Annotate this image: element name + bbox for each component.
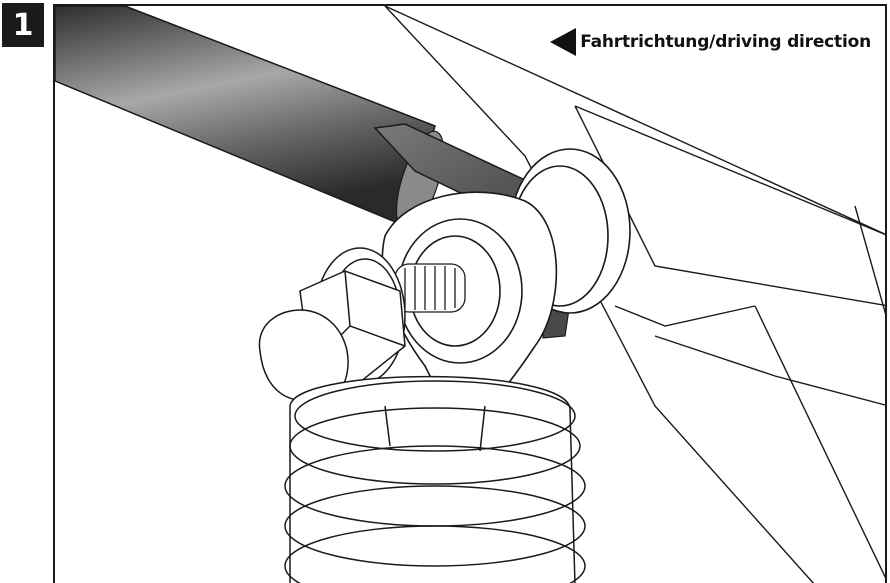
- driving-direction-label: Fahrtrichtung/driving direction: [546, 26, 875, 58]
- arrow-left-icon: [550, 28, 577, 56]
- spring-body: [284, 375, 586, 583]
- acorn-nut: [258, 270, 406, 402]
- shock-absorber-drawing: [55, 6, 885, 583]
- bolt-thread: [394, 263, 466, 313]
- shock-eye-bushing: [381, 148, 631, 417]
- step-number-badge: 1: [2, 3, 44, 47]
- driving-direction-text: Fahrtrichtung/driving direction: [580, 32, 871, 52]
- frame-tube: [55, 6, 445, 232]
- illustration-frame: Fahrtrichtung/driving direction: [53, 4, 887, 583]
